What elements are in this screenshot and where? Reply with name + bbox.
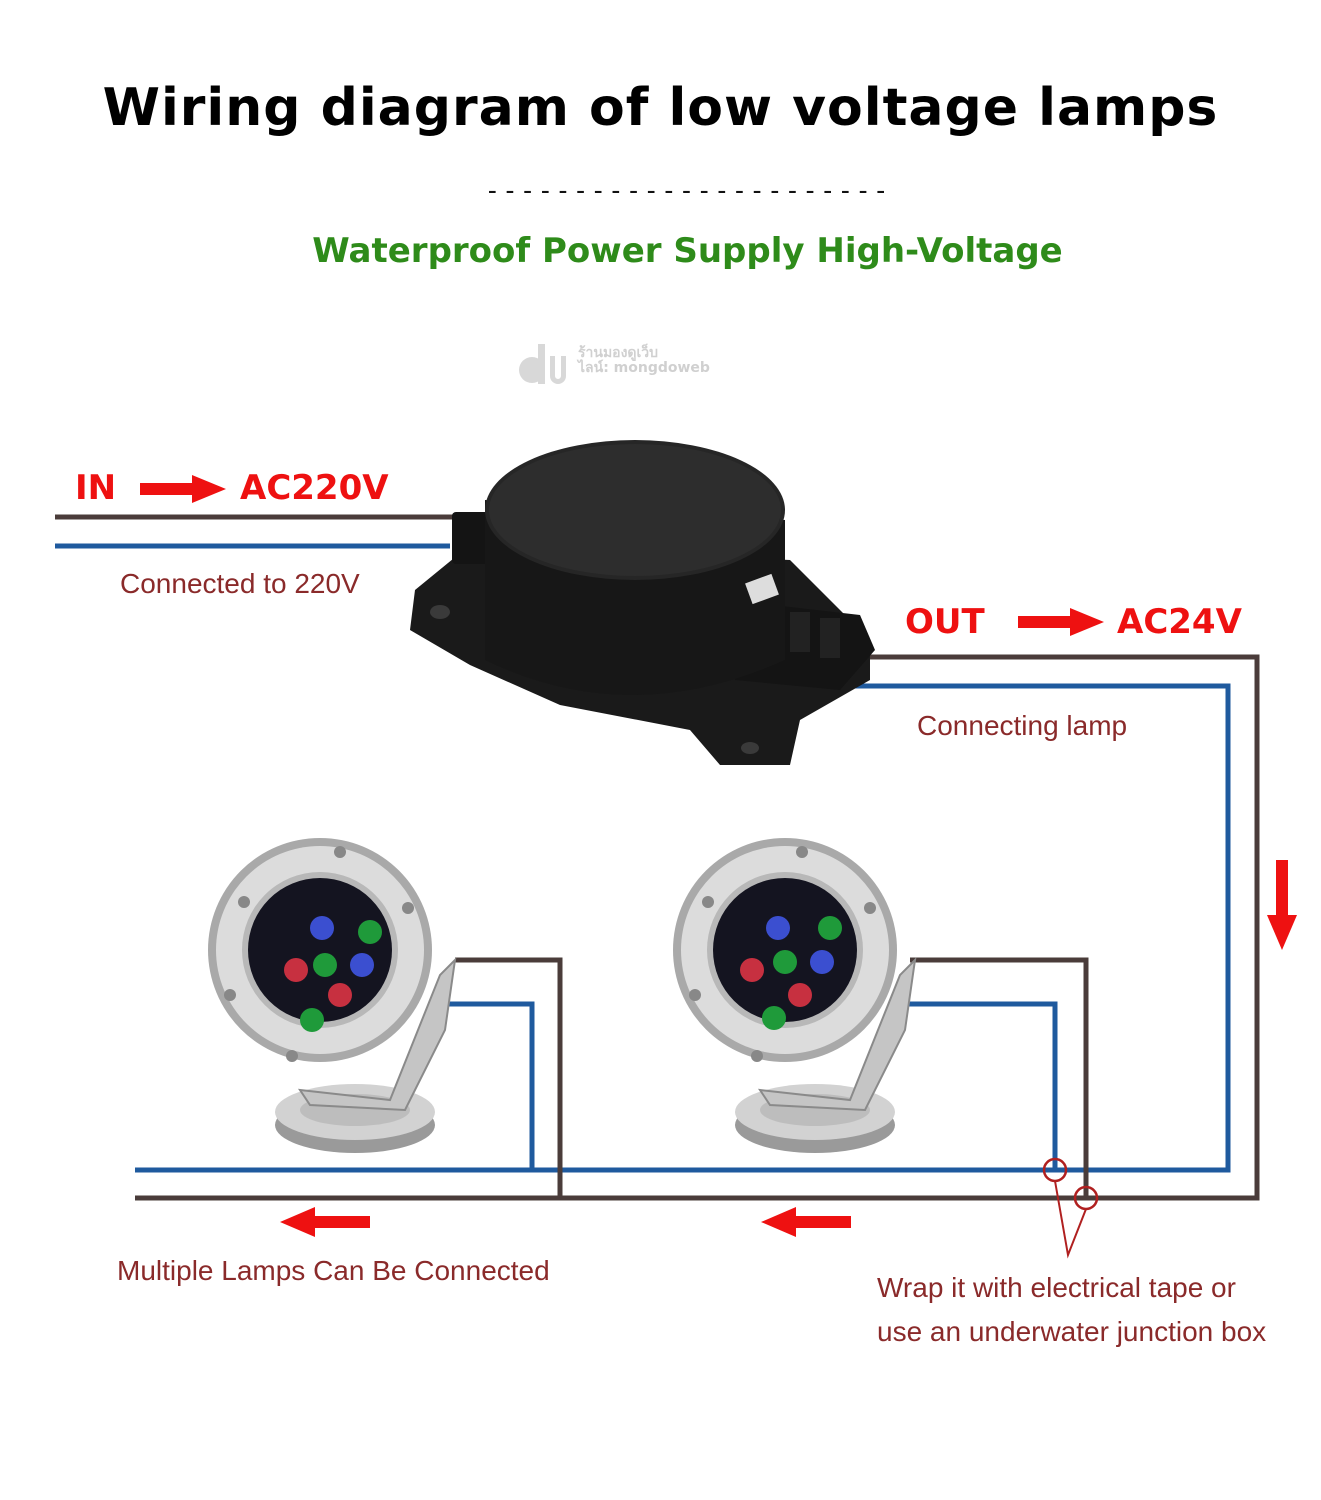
lamp1-wire-blue: [440, 1001, 535, 1170]
lamp2-wire-blue: [900, 1001, 1058, 1170]
page-subtitle: Waterproof Power Supply High-Voltage: [312, 231, 1063, 271]
junction-pointer: [1054, 1180, 1087, 1259]
input-note: Connected to 220V: [120, 568, 360, 599]
output-wire-blue: [135, 683, 1231, 1173]
output-wire-brown: [135, 654, 1260, 1201]
watermark-logo-icon: [519, 344, 566, 384]
page-title: Wiring diagram of low voltage lamps: [102, 78, 1219, 138]
out-arrow-icon: [1018, 608, 1104, 636]
wrap-note-line-1: Wrap it with electrical tape or: [877, 1272, 1236, 1303]
out-label: OUT: [905, 602, 985, 642]
output-note: Connecting lamp: [917, 710, 1128, 741]
led-lamp-icon-1: [208, 838, 457, 1153]
watermark-text: ร้านมองดูเว็บ ไลน์: mongdoweb: [578, 346, 710, 376]
watermark-line-2: ไลน์: mongdoweb: [578, 360, 710, 376]
left-arrow-icon-2: [761, 1207, 851, 1237]
power-supply-icon: [410, 440, 875, 765]
output-voltage-label: AC24V: [1117, 602, 1242, 642]
multiple-lamps-note: Multiple Lamps Can Be Connected: [117, 1255, 550, 1286]
title-separator: -----------------------: [484, 176, 891, 206]
lamp1-wire-brown: [455, 957, 563, 1198]
led-lamp-icon-2: [673, 838, 917, 1153]
in-label: IN: [75, 468, 117, 508]
in-arrow-icon: [140, 475, 226, 503]
left-arrow-icon-1: [280, 1207, 370, 1237]
input-voltage-label: AC220V: [240, 468, 389, 508]
lamp2-wire-brown: [910, 957, 1089, 1198]
watermark-line-1: ร้านมองดูเว็บ: [578, 345, 659, 361]
down-arrow-icon: [1267, 860, 1297, 950]
wrap-note-line-2: use an underwater junction box: [877, 1316, 1267, 1347]
